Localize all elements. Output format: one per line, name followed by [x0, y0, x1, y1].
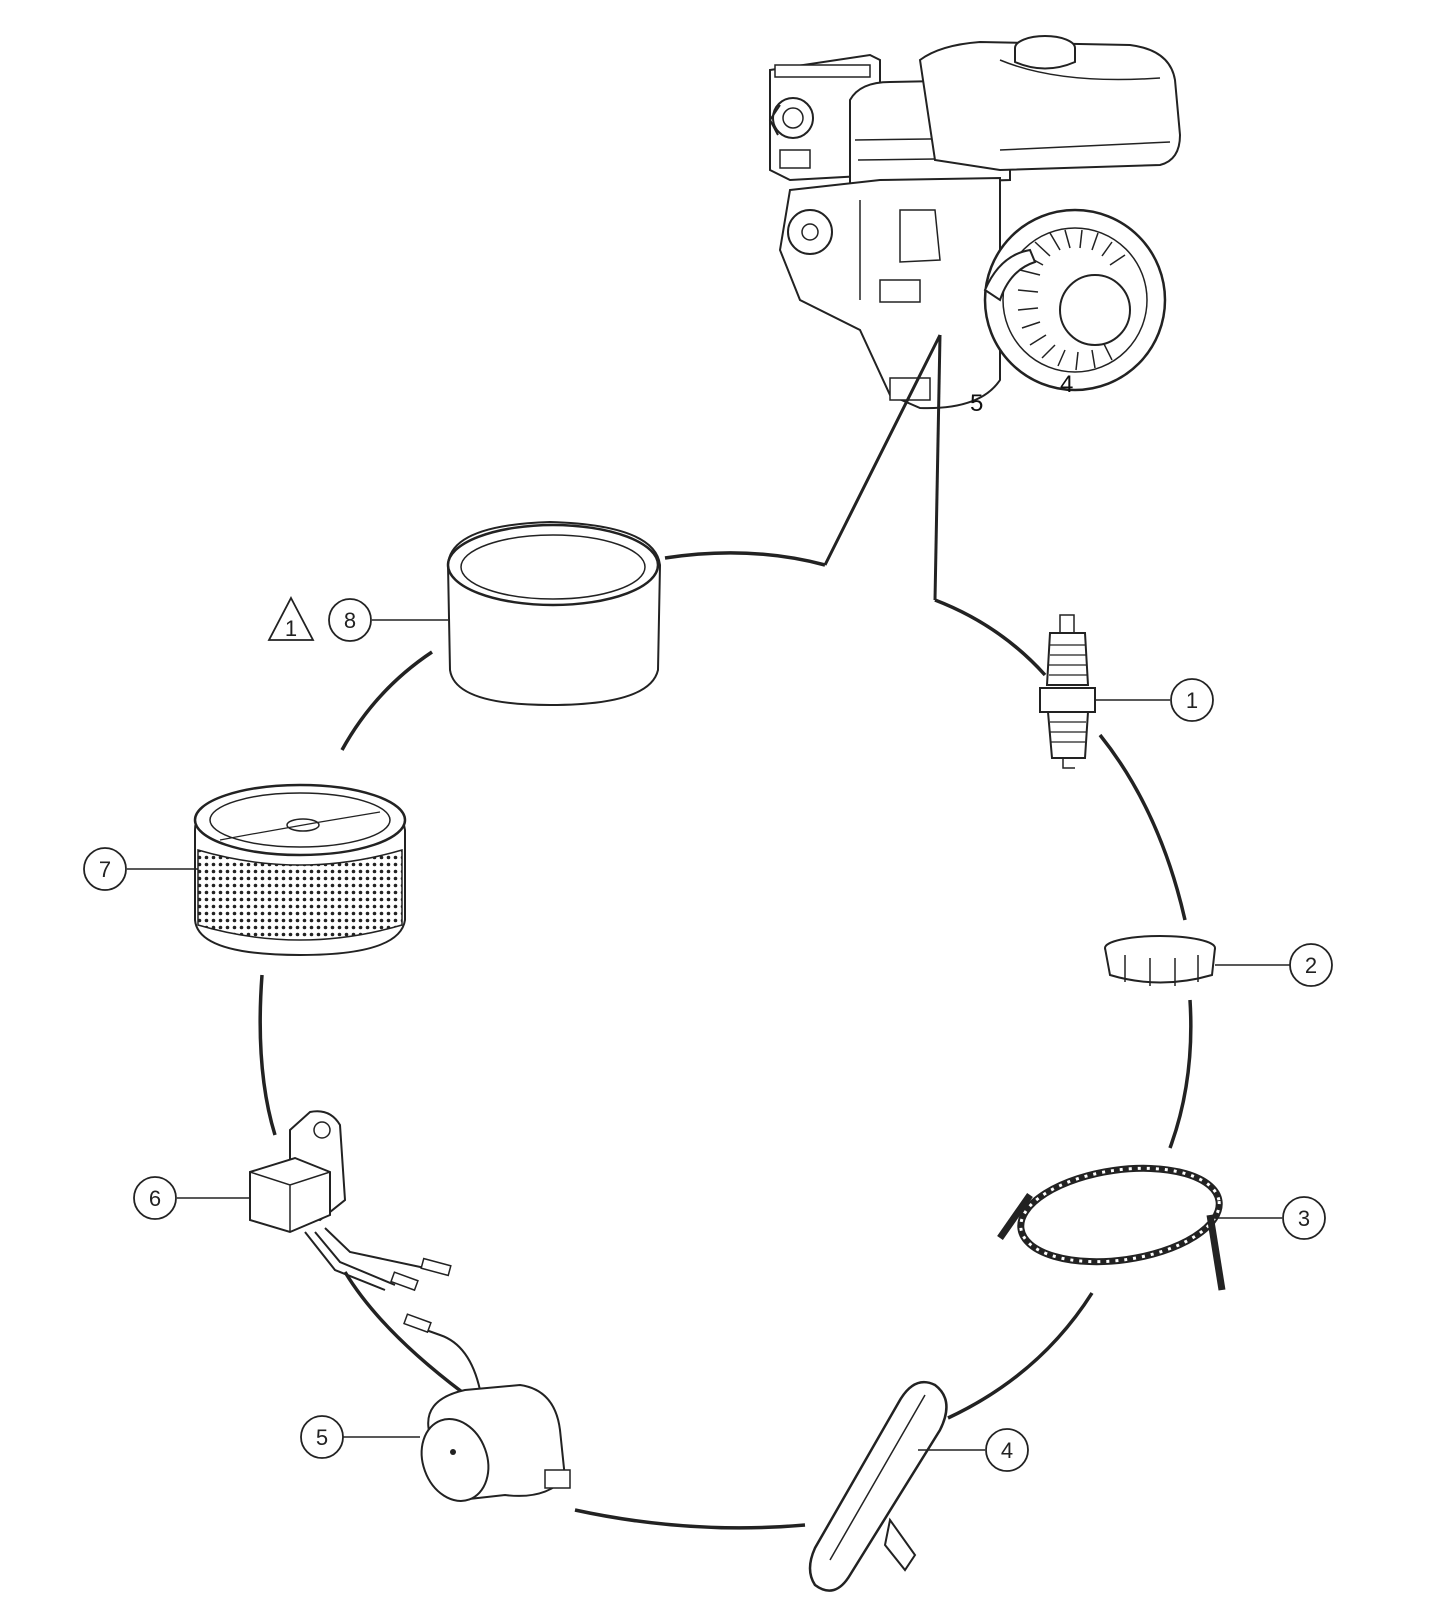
callout-4-label: 4 — [1001, 1438, 1013, 1463]
arc-engine-to-1 — [934, 598, 1047, 677]
callout-6-label: 6 — [149, 1186, 161, 1211]
callout-4[interactable]: 4 — [985, 1428, 1029, 1472]
callout-5[interactable]: 5 — [300, 1415, 344, 1459]
oil-sensor[interactable] — [403, 1313, 571, 1510]
assembly-circle — [258, 551, 1193, 1530]
arc-4-to-5 — [574, 1508, 806, 1530]
callout-8-label: 8 — [344, 608, 356, 633]
callout-1-label: 1 — [1186, 688, 1198, 713]
arc-3-to-4 — [947, 1292, 1094, 1420]
arc-6-to-7 — [258, 974, 277, 1136]
engine-label-5: 5 — [970, 390, 983, 417]
arc-1-to-2 — [1098, 733, 1187, 921]
arc-7-to-8 — [340, 650, 433, 751]
engine-illustration: 4 5 — [768, 35, 1182, 417]
foam-pre-filter[interactable] — [446, 520, 662, 707]
callout-5-label: 5 — [316, 1425, 328, 1450]
callout-leaders — [127, 619, 1290, 1451]
ignition-coil[interactable] — [249, 1110, 452, 1292]
callout-3-label: 3 — [1298, 1206, 1310, 1231]
starter-handle[interactable] — [808, 1380, 948, 1592]
callout-8[interactable]: 8 — [328, 598, 372, 642]
arc-2-to-3 — [1168, 999, 1193, 1149]
callout-1[interactable]: 1 — [1170, 678, 1214, 722]
arc-8-to-engine — [664, 551, 826, 567]
warning-triangle-icon: 1 — [267, 596, 315, 641]
callout-6[interactable]: 6 — [133, 1176, 177, 1220]
callout-2[interactable]: 2 — [1289, 943, 1333, 987]
recoil-rope[interactable] — [997, 1157, 1226, 1291]
callout-2-label: 2 — [1305, 953, 1317, 978]
fuel-cap[interactable] — [1104, 935, 1216, 986]
engine-leaders — [823, 334, 942, 601]
spark-plug[interactable] — [1039, 614, 1096, 769]
engine-label-4: 4 — [1060, 371, 1073, 398]
callout-3[interactable]: 3 — [1282, 1196, 1326, 1240]
callout-7[interactable]: 7 — [83, 847, 127, 891]
arc-5-to-6 — [343, 1271, 464, 1394]
air-filter-element[interactable] — [193, 783, 407, 957]
warning-label: 1 — [285, 616, 297, 641]
callout-7-label: 7 — [99, 857, 111, 882]
